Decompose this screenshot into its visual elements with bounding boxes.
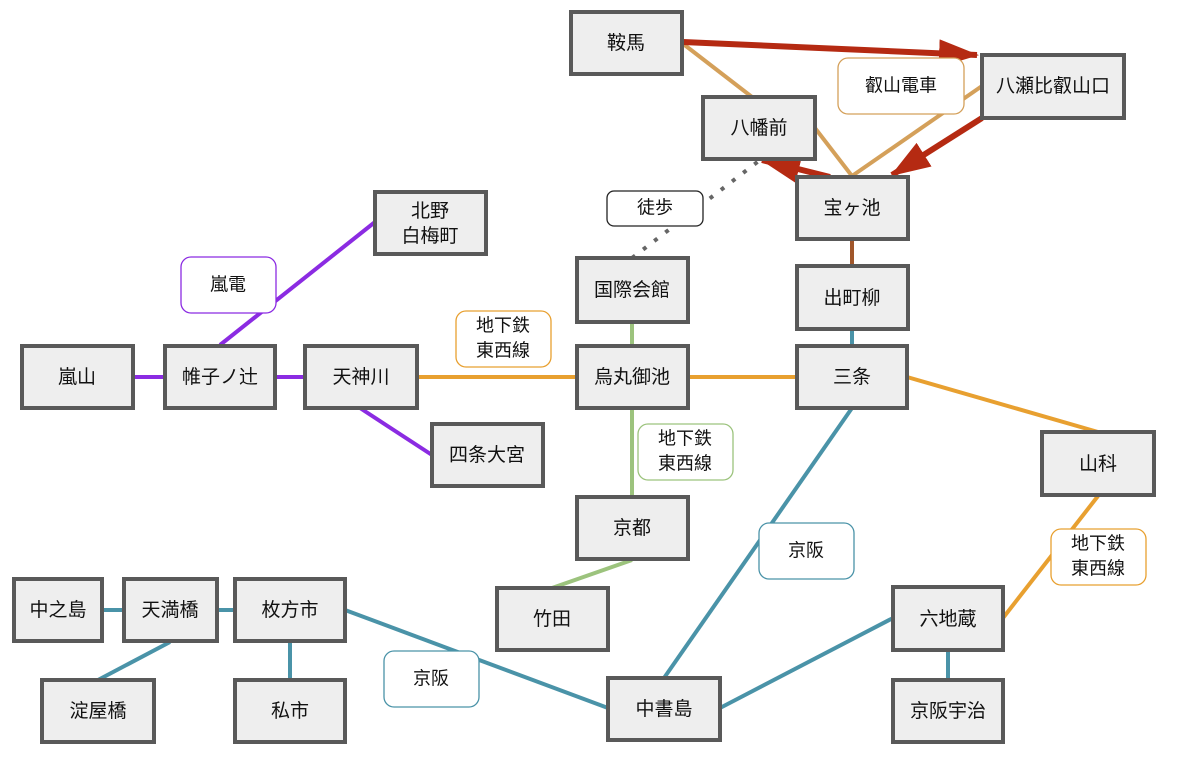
line-label-tozai-3: 地下鉄 東西線 — [1050, 528, 1147, 586]
station-karasumaoike: 烏丸御池 — [575, 344, 690, 410]
line-hachiman-takaragaike — [813, 126, 854, 178]
line-kurama-hachiman — [680, 41, 754, 99]
line-label-tozai-3-line2: 東西線 — [1071, 559, 1125, 580]
station-hirakatashi: 枚方市 — [233, 577, 347, 643]
station-yodoyabashi: 淀屋橋 — [40, 678, 156, 744]
station-kitano: 北野 白梅町 — [373, 190, 488, 256]
station-kurama: 鞍馬 — [569, 10, 684, 76]
station-katabiranotsuji-label: 帷子ノ辻 — [182, 366, 258, 388]
station-kisaichi-label: 私市 — [271, 700, 309, 722]
station-chushojima-label: 中書島 — [635, 698, 692, 720]
station-arashiyama: 嵐山 — [20, 344, 135, 410]
station-yamashina: 山科 — [1040, 430, 1156, 497]
station-tenmabashi-label: 天満橋 — [141, 599, 198, 621]
line-label-keihan-1: 京阪 — [758, 522, 855, 580]
line-label-eizan-text: 叡山電車 — [865, 76, 937, 97]
station-yasehieizanguchi-label: 八瀬比叡山口 — [996, 75, 1110, 97]
line-label-randen: 嵐電 — [180, 256, 277, 314]
line-label-keihan-2-text: 京阪 — [413, 669, 449, 690]
station-rokujizo: 六地蔵 — [891, 585, 1005, 652]
line-label-tozai-2-line2: 東西線 — [658, 454, 712, 475]
line-label-walk: 徒歩 — [606, 190, 704, 227]
station-chushojima: 中書島 — [606, 676, 722, 742]
line-label-walk-text: 徒歩 — [637, 198, 673, 219]
station-yasehieizanguchi: 八瀬比叡山口 — [980, 53, 1126, 120]
station-sanjo: 三条 — [795, 344, 909, 410]
station-keihanuji: 京阪宇治 — [891, 678, 1005, 744]
station-kitano-label-1: 北野 — [411, 200, 449, 222]
line-label-tozai-2: 地下鉄 東西線 — [637, 423, 734, 481]
line-sanjo-chushojima — [662, 406, 854, 680]
station-kyoto: 京都 — [575, 495, 690, 561]
line-kyoto-takeda — [551, 558, 633, 590]
line-label-randen-text: 嵐電 — [210, 275, 246, 296]
station-shijoomiya: 四条大宮 — [430, 422, 545, 488]
line-tenjingawa-shijoomiya — [358, 406, 434, 457]
station-tenjingawa: 天神川 — [303, 344, 419, 410]
station-kitano-label-2: 白梅町 — [401, 225, 458, 247]
line-label-tozai-1: 地下鉄 東西線 — [455, 310, 552, 368]
station-takaragaike: 宝ヶ池 — [795, 175, 910, 241]
station-kurama-label: 鞍馬 — [607, 32, 645, 54]
station-takeda: 竹田 — [495, 586, 610, 652]
station-keihanuji-label: 京阪宇治 — [910, 700, 986, 722]
station-katabiranotsuji: 帷子ノ辻 — [163, 344, 277, 410]
station-shijoomiya-label: 四条大宮 — [449, 444, 525, 466]
station-nakanoshima: 中之島 — [12, 577, 104, 643]
line-katabira-kitano — [218, 220, 377, 347]
line-tenmabashi-yodoyabashi — [97, 640, 171, 682]
station-kokusaikaikan-label: 国際会館 — [594, 279, 670, 301]
station-rokujizo-label: 六地蔵 — [919, 608, 976, 630]
station-kisaichi: 私市 — [233, 678, 347, 744]
route-lines — [97, 39, 1100, 710]
station-arashiyama-label: 嵐山 — [58, 366, 96, 388]
station-takaragaike-label: 宝ヶ池 — [823, 197, 880, 219]
station-demachiyanagi-label: 出町柳 — [823, 287, 880, 309]
arrow-kurama-yase — [682, 39, 979, 68]
station-kyoto-label: 京都 — [613, 517, 651, 539]
station-karasumaoike-label: 烏丸御池 — [594, 366, 670, 388]
line-chushojima-rokujizo — [719, 616, 894, 710]
line-sanjo-yamashina — [906, 375, 1099, 434]
arrow-takaragaike-hachiman — [760, 155, 831, 183]
station-nakanoshima-label: 中之島 — [29, 599, 86, 621]
station-hirakatashi-label: 枚方市 — [261, 599, 318, 621]
arrow-yase-takaragaike — [890, 115, 984, 178]
station-demachiyanagi: 出町柳 — [795, 264, 910, 331]
line-label-eizan: 叡山電車 — [837, 57, 965, 115]
station-sanjo-label: 三条 — [833, 366, 871, 388]
station-takeda-label: 竹田 — [533, 608, 571, 630]
station-yamashina-label: 山科 — [1079, 453, 1117, 475]
station-hachimanmae: 八幡前 — [701, 95, 817, 161]
line-label-tozai-3-line1: 地下鉄 — [1071, 534, 1125, 555]
line-label-keihan-2: 京阪 — [383, 650, 480, 708]
line-label-tozai-1-line2: 東西線 — [476, 341, 530, 362]
line-label-tozai-1-line1: 地下鉄 — [476, 316, 530, 337]
station-tenjingawa-label: 天神川 — [332, 366, 389, 388]
station-tenmabashi: 天満橋 — [122, 577, 219, 643]
station-kokusaikaikan: 国際会館 — [575, 256, 690, 324]
line-label-tozai-2-line1: 地下鉄 — [658, 429, 712, 450]
station-yodoyabashi-label: 淀屋橋 — [69, 700, 126, 722]
line-label-keihan-1-text: 京阪 — [788, 541, 824, 562]
station-hachimanmae-label: 八幡前 — [730, 117, 787, 139]
